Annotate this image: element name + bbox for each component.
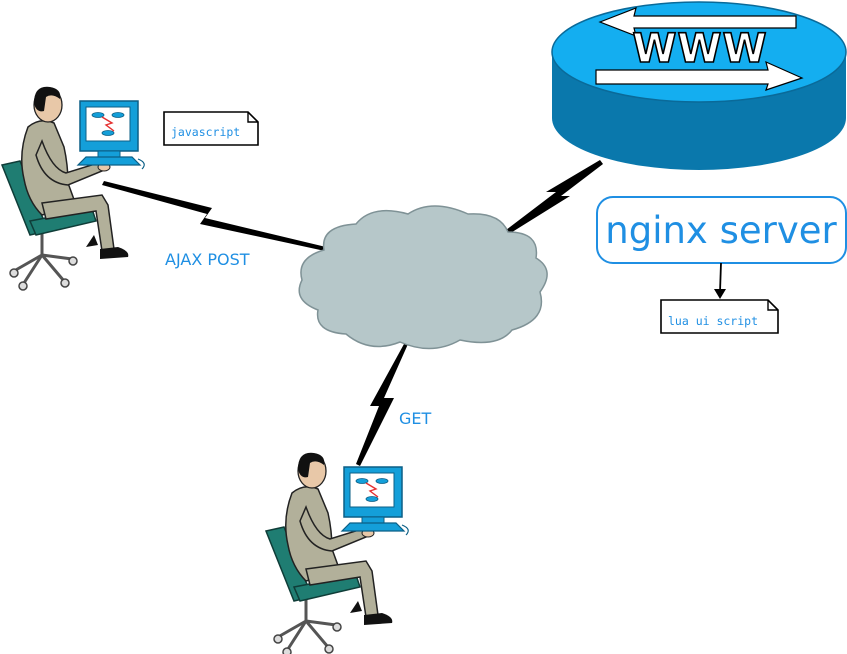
- arrow-left-icon: [598, 7, 797, 37]
- note-lua-ui-script: lua ui script: [660, 299, 779, 334]
- network-cloud: [298, 205, 548, 350]
- nginx-server-label: nginx server: [605, 209, 837, 252]
- note-lua-label: lua ui script: [668, 314, 758, 328]
- connection-server: [506, 160, 603, 234]
- nginx-server-box: nginx server: [596, 196, 847, 264]
- note-javascript-label: javascript: [171, 125, 240, 139]
- arrow-right-icon: [595, 60, 804, 91]
- client-workstation-bottom: [264, 451, 410, 654]
- ajax-post-label: AJAX POST: [165, 250, 250, 269]
- get-label: GET: [399, 409, 432, 428]
- note-javascript: javascript: [163, 111, 259, 146]
- www-router: WWW: [551, 1, 847, 170]
- router-label: WWW: [632, 26, 767, 72]
- connection-get: [356, 344, 408, 466]
- arrow-down-icon: [714, 262, 726, 299]
- connection-ajax-post: [102, 181, 326, 251]
